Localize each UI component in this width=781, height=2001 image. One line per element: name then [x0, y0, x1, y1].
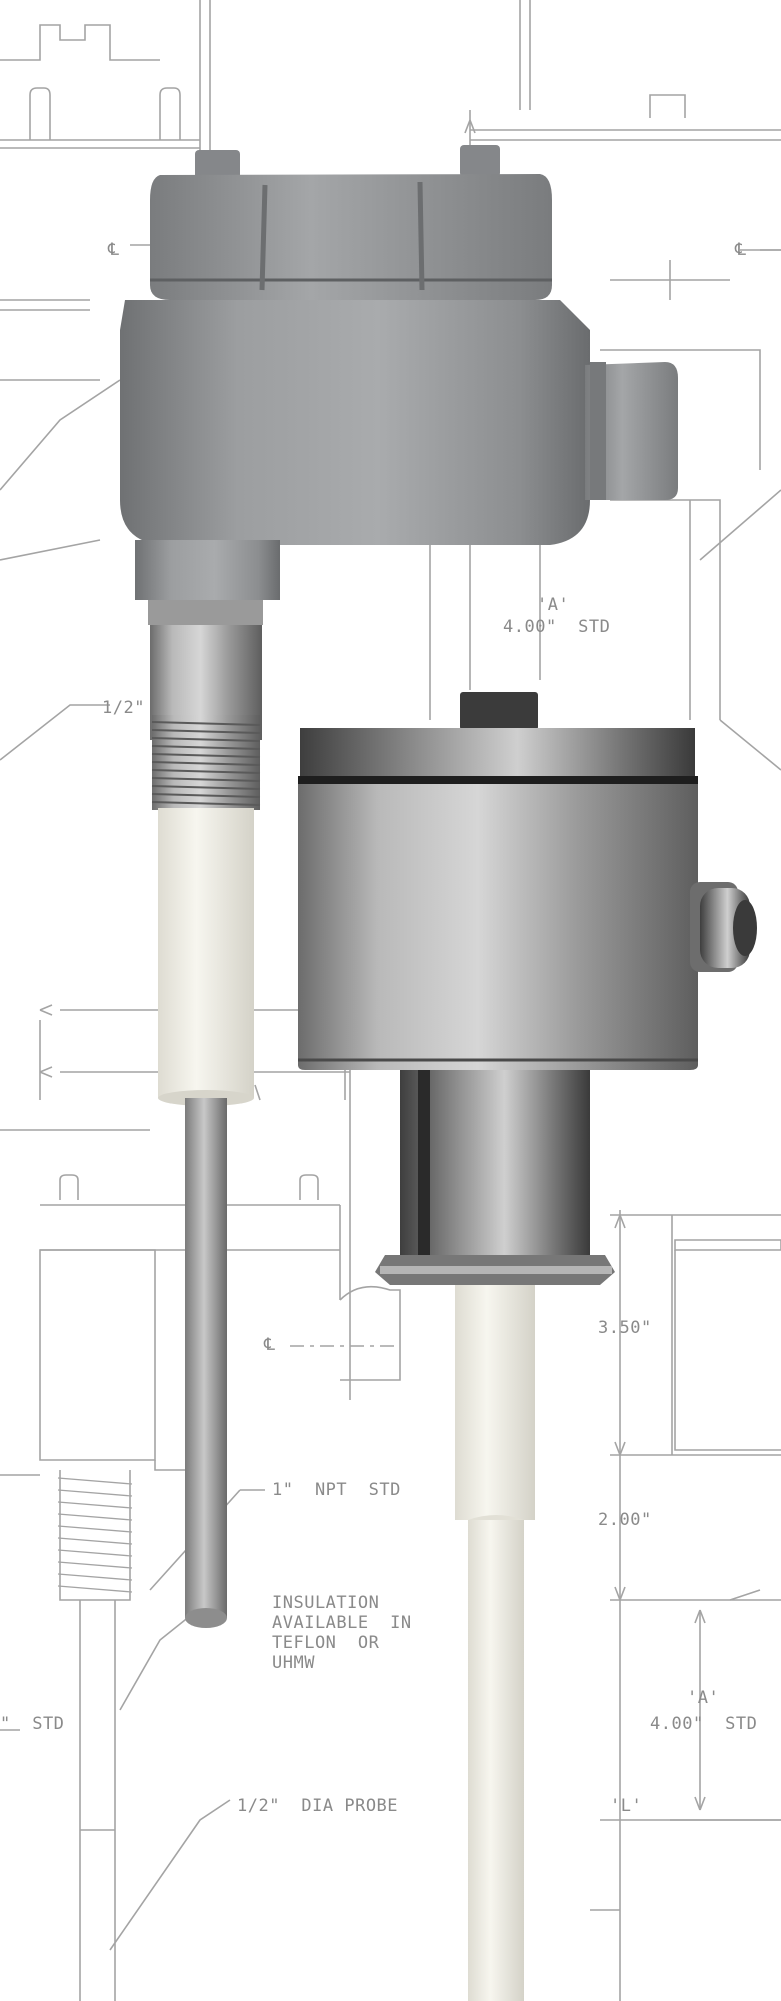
insulation-label-line1: INSULATION — [272, 1593, 380, 1613]
centerline-symbol-bottom: ℄ — [264, 1335, 276, 1355]
dimension-a-top-std-label: 4.00" STD — [503, 617, 611, 637]
dimension-l-label: 'L' — [610, 1796, 643, 1816]
half-inch-label-top: 1/2" — [102, 698, 145, 718]
left-std-label: " STD — [0, 1714, 65, 1734]
dimension-350-label: 3.50" — [598, 1318, 652, 1338]
centerline-symbol-top-left: ℄ — [108, 240, 120, 260]
dia-probe-label: 1/2" DIA PROBE — [237, 1796, 399, 1816]
dimension-200-label: 2.00" — [598, 1510, 652, 1530]
dimension-a-top-label: 'A' — [537, 595, 570, 615]
insulation-label-line2: AVAILABLE IN — [272, 1613, 412, 1633]
dimension-a-bottom-std-label: 4.00" STD — [650, 1714, 758, 1734]
stainless-level-switch — [298, 692, 757, 2001]
dimension-a-bottom-label: 'A' — [687, 1688, 720, 1708]
centerline-symbol-top-right: ℄ — [735, 240, 747, 260]
npt-std-label: 1" NPT STD — [272, 1480, 401, 1500]
insulation-label-line3: TEFLON OR — [272, 1633, 380, 1653]
gray-level-switch — [120, 145, 678, 1628]
insulation-label-line4: UHMW — [272, 1653, 315, 1673]
